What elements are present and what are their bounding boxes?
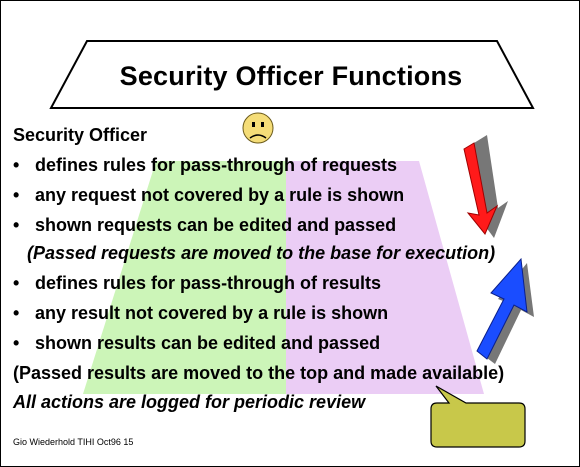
bullet: • (13, 333, 20, 353)
list-item: • any request not covered by a rule is sh… (13, 185, 404, 206)
footer-credit: Gio Wiederhold TIHI Oct96 15 (13, 437, 134, 447)
slide-title: Security Officer Functions (119, 61, 463, 91)
result-note: (Passed results are moved to the top and… (13, 363, 505, 383)
bullet: • (13, 273, 20, 293)
title-banner (49, 40, 535, 109)
green-region (83, 161, 286, 394)
list-item-text: defines rules for pass-through of reques… (35, 155, 398, 175)
request-note: (Passed requests are moved to the base f… (27, 243, 496, 263)
speech-bubble-icon (430, 385, 526, 448)
list-item: • shown requests can be edited and passed (13, 215, 396, 236)
closing-line: All actions are logged for periodic revi… (13, 392, 366, 412)
list-item: • defines rules for pass-through of resul… (13, 273, 381, 294)
list-item-text: shown results can be edited and passed (35, 333, 381, 353)
bullet: • (13, 303, 20, 323)
worried-face-icon (242, 112, 274, 144)
list-item-text: shown requests can be edited and passed (35, 215, 397, 235)
pink-region (286, 161, 484, 394)
list-item-text: any result not covered by a rule is show… (35, 303, 389, 323)
blue-up-arrow-icon (476, 257, 534, 364)
bullet: • (13, 155, 20, 175)
list-item: • defines rules for pass-through of reque… (13, 155, 397, 176)
list-item-text: defines rules for pass-through of result… (35, 273, 382, 293)
red-down-arrow-icon (463, 135, 508, 238)
bullet: • (13, 215, 20, 235)
list-item-text: any request not covered by a rule is sho… (35, 185, 405, 205)
section-heading: Security Officer (13, 125, 148, 145)
bullet: • (13, 185, 20, 205)
list-item: • any result not covered by a rule is sho… (13, 303, 388, 324)
list-item: • shown results can be edited and passed (13, 333, 380, 354)
